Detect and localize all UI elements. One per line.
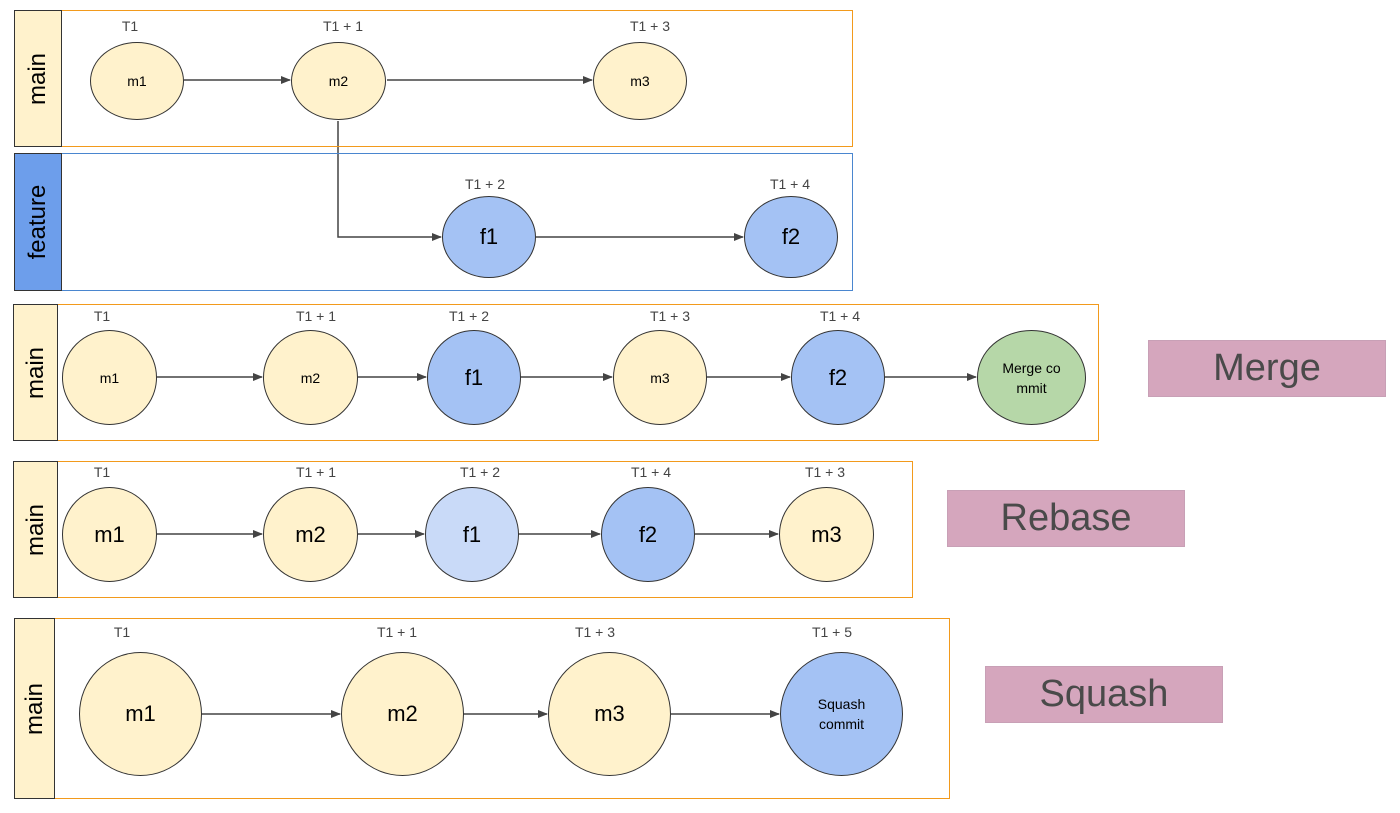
- lane-label-feature: feature: [14, 153, 62, 291]
- time-label: T1: [93, 464, 111, 480]
- time-label: T1: [121, 18, 139, 34]
- lane-label-text: main: [21, 346, 49, 399]
- lane-label-text: main: [20, 682, 48, 735]
- time-label: T1 + 2: [464, 176, 506, 192]
- lane-label-text: main: [24, 52, 51, 105]
- commit-node-m3: m3: [613, 330, 707, 425]
- commit-node-squash-commit: Squash commit: [780, 652, 903, 776]
- commit-node-f1: f1: [425, 487, 519, 582]
- time-label: T1 + 3: [574, 624, 616, 640]
- lane-main-merge: [13, 304, 1099, 441]
- time-label: T1 + 5: [811, 624, 853, 640]
- time-label: T1 + 4: [769, 176, 811, 192]
- commit-node-f2: f2: [791, 330, 885, 425]
- time-label: T1 + 4: [630, 464, 672, 480]
- time-label: T1 + 3: [804, 464, 846, 480]
- lane-label-text: main: [21, 503, 49, 556]
- lane-label-text: feature: [24, 184, 51, 260]
- time-label: T1 + 1: [295, 308, 337, 324]
- rebase-strategy-label: Rebase: [947, 490, 1185, 547]
- lane-label-main-original: main: [14, 10, 62, 147]
- commit-node-m1: m1: [62, 330, 157, 425]
- commit-node-f1: f1: [427, 330, 521, 425]
- time-label: T1 + 3: [649, 308, 691, 324]
- commit-node-m3: m3: [548, 652, 671, 776]
- time-label: T1 + 2: [459, 464, 501, 480]
- commit-node-m1: m1: [62, 487, 157, 582]
- commit-node-merge-commit: Merge commit: [977, 330, 1086, 425]
- lane-label-main-squash: main: [14, 618, 55, 799]
- time-label: T1 + 2: [448, 308, 490, 324]
- commit-node-m3: m3: [779, 487, 874, 582]
- time-label: T1 + 1: [322, 18, 364, 34]
- time-label: T1: [113, 624, 131, 640]
- commit-node-f1: f1: [442, 196, 536, 278]
- lane-feature: [14, 153, 853, 291]
- time-label: T1 + 3: [629, 18, 671, 34]
- commit-node-m2: m2: [263, 487, 358, 582]
- lane-label-main-merge: main: [13, 304, 58, 441]
- commit-node-m2: m2: [291, 42, 386, 120]
- merge-strategy-label: Merge: [1148, 340, 1386, 397]
- time-label: T1: [93, 308, 111, 324]
- commit-node-f2: f2: [744, 196, 838, 278]
- edge-m2-f1: [337, 121, 442, 241]
- lane-label-main-rebase: main: [13, 461, 58, 598]
- time-label: T1 + 1: [376, 624, 418, 640]
- squash-strategy-label: Squash: [985, 666, 1223, 723]
- commit-node-m3: m3: [593, 42, 687, 120]
- commit-node-m2: m2: [341, 652, 464, 776]
- time-label: T1 + 4: [819, 308, 861, 324]
- commit-node-m1: m1: [79, 652, 202, 776]
- commit-node-m1: m1: [90, 42, 184, 120]
- commit-node-f2: f2: [601, 487, 695, 582]
- time-label: T1 + 1: [295, 464, 337, 480]
- commit-node-m2: m2: [263, 330, 358, 425]
